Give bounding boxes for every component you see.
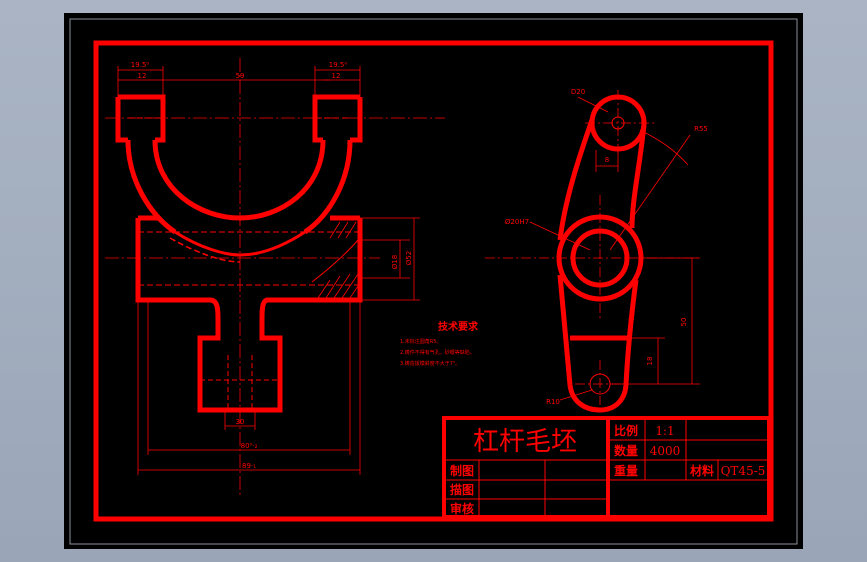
- dim-top-right-outer: 19.5⁰: [329, 61, 348, 69]
- dim-side-52: Ø52: [405, 251, 413, 265]
- scale-label: 比例: [614, 423, 638, 438]
- note-item-3: 3.铸造拔模斜度不大于7°。: [400, 360, 460, 367]
- traced-label: 描图: [450, 482, 474, 497]
- dim-top-right-inner: 12: [332, 72, 341, 80]
- drawn-label: 制图: [450, 463, 474, 478]
- scale-value: 1:1: [655, 424, 674, 438]
- dim-right-8: 8: [605, 156, 609, 164]
- dim-top-left-inner: 12: [138, 72, 147, 80]
- title-block: [442, 416, 771, 519]
- dim-top-left-outer: 19.5⁰: [131, 61, 150, 69]
- dim-right-18: 18: [646, 357, 654, 366]
- dim-right-hole: Ø20H7: [505, 218, 529, 226]
- dim-right-r10: R10: [546, 398, 560, 406]
- dim-side-18: Ø18: [391, 255, 399, 269]
- material-value: QT45-5: [721, 464, 766, 478]
- dim-right-50: 50: [680, 318, 688, 327]
- qty-value: 4000: [650, 444, 681, 458]
- front-view: [105, 58, 445, 495]
- part-name: 杠杆毛坯: [473, 427, 577, 457]
- dim-top-center: 59: [236, 72, 245, 80]
- note-item-1: 1.未标注圆角R5。: [400, 338, 441, 345]
- dim-right-r55: R55: [694, 125, 708, 133]
- material-label: 材料: [689, 463, 714, 478]
- side-view: [485, 90, 700, 413]
- qty-label: 数量: [614, 443, 638, 458]
- outer-frame: [69, 18, 798, 545]
- dim-bottom-width: 30: [236, 418, 245, 426]
- weight-label: 重量: [614, 463, 638, 478]
- drawing-border: [93, 40, 774, 522]
- dim-bottom-80: 80⁰·₂: [241, 442, 258, 450]
- dim-right-d20: D20: [571, 88, 585, 96]
- checked-label: 审核: [450, 501, 474, 516]
- dim-bottom-89: 89·₁: [242, 462, 256, 470]
- note-item-2: 2.铸件不得有气孔、砂眼等缺陷。: [400, 349, 475, 356]
- notes-title: 技术要求: [438, 320, 479, 333]
